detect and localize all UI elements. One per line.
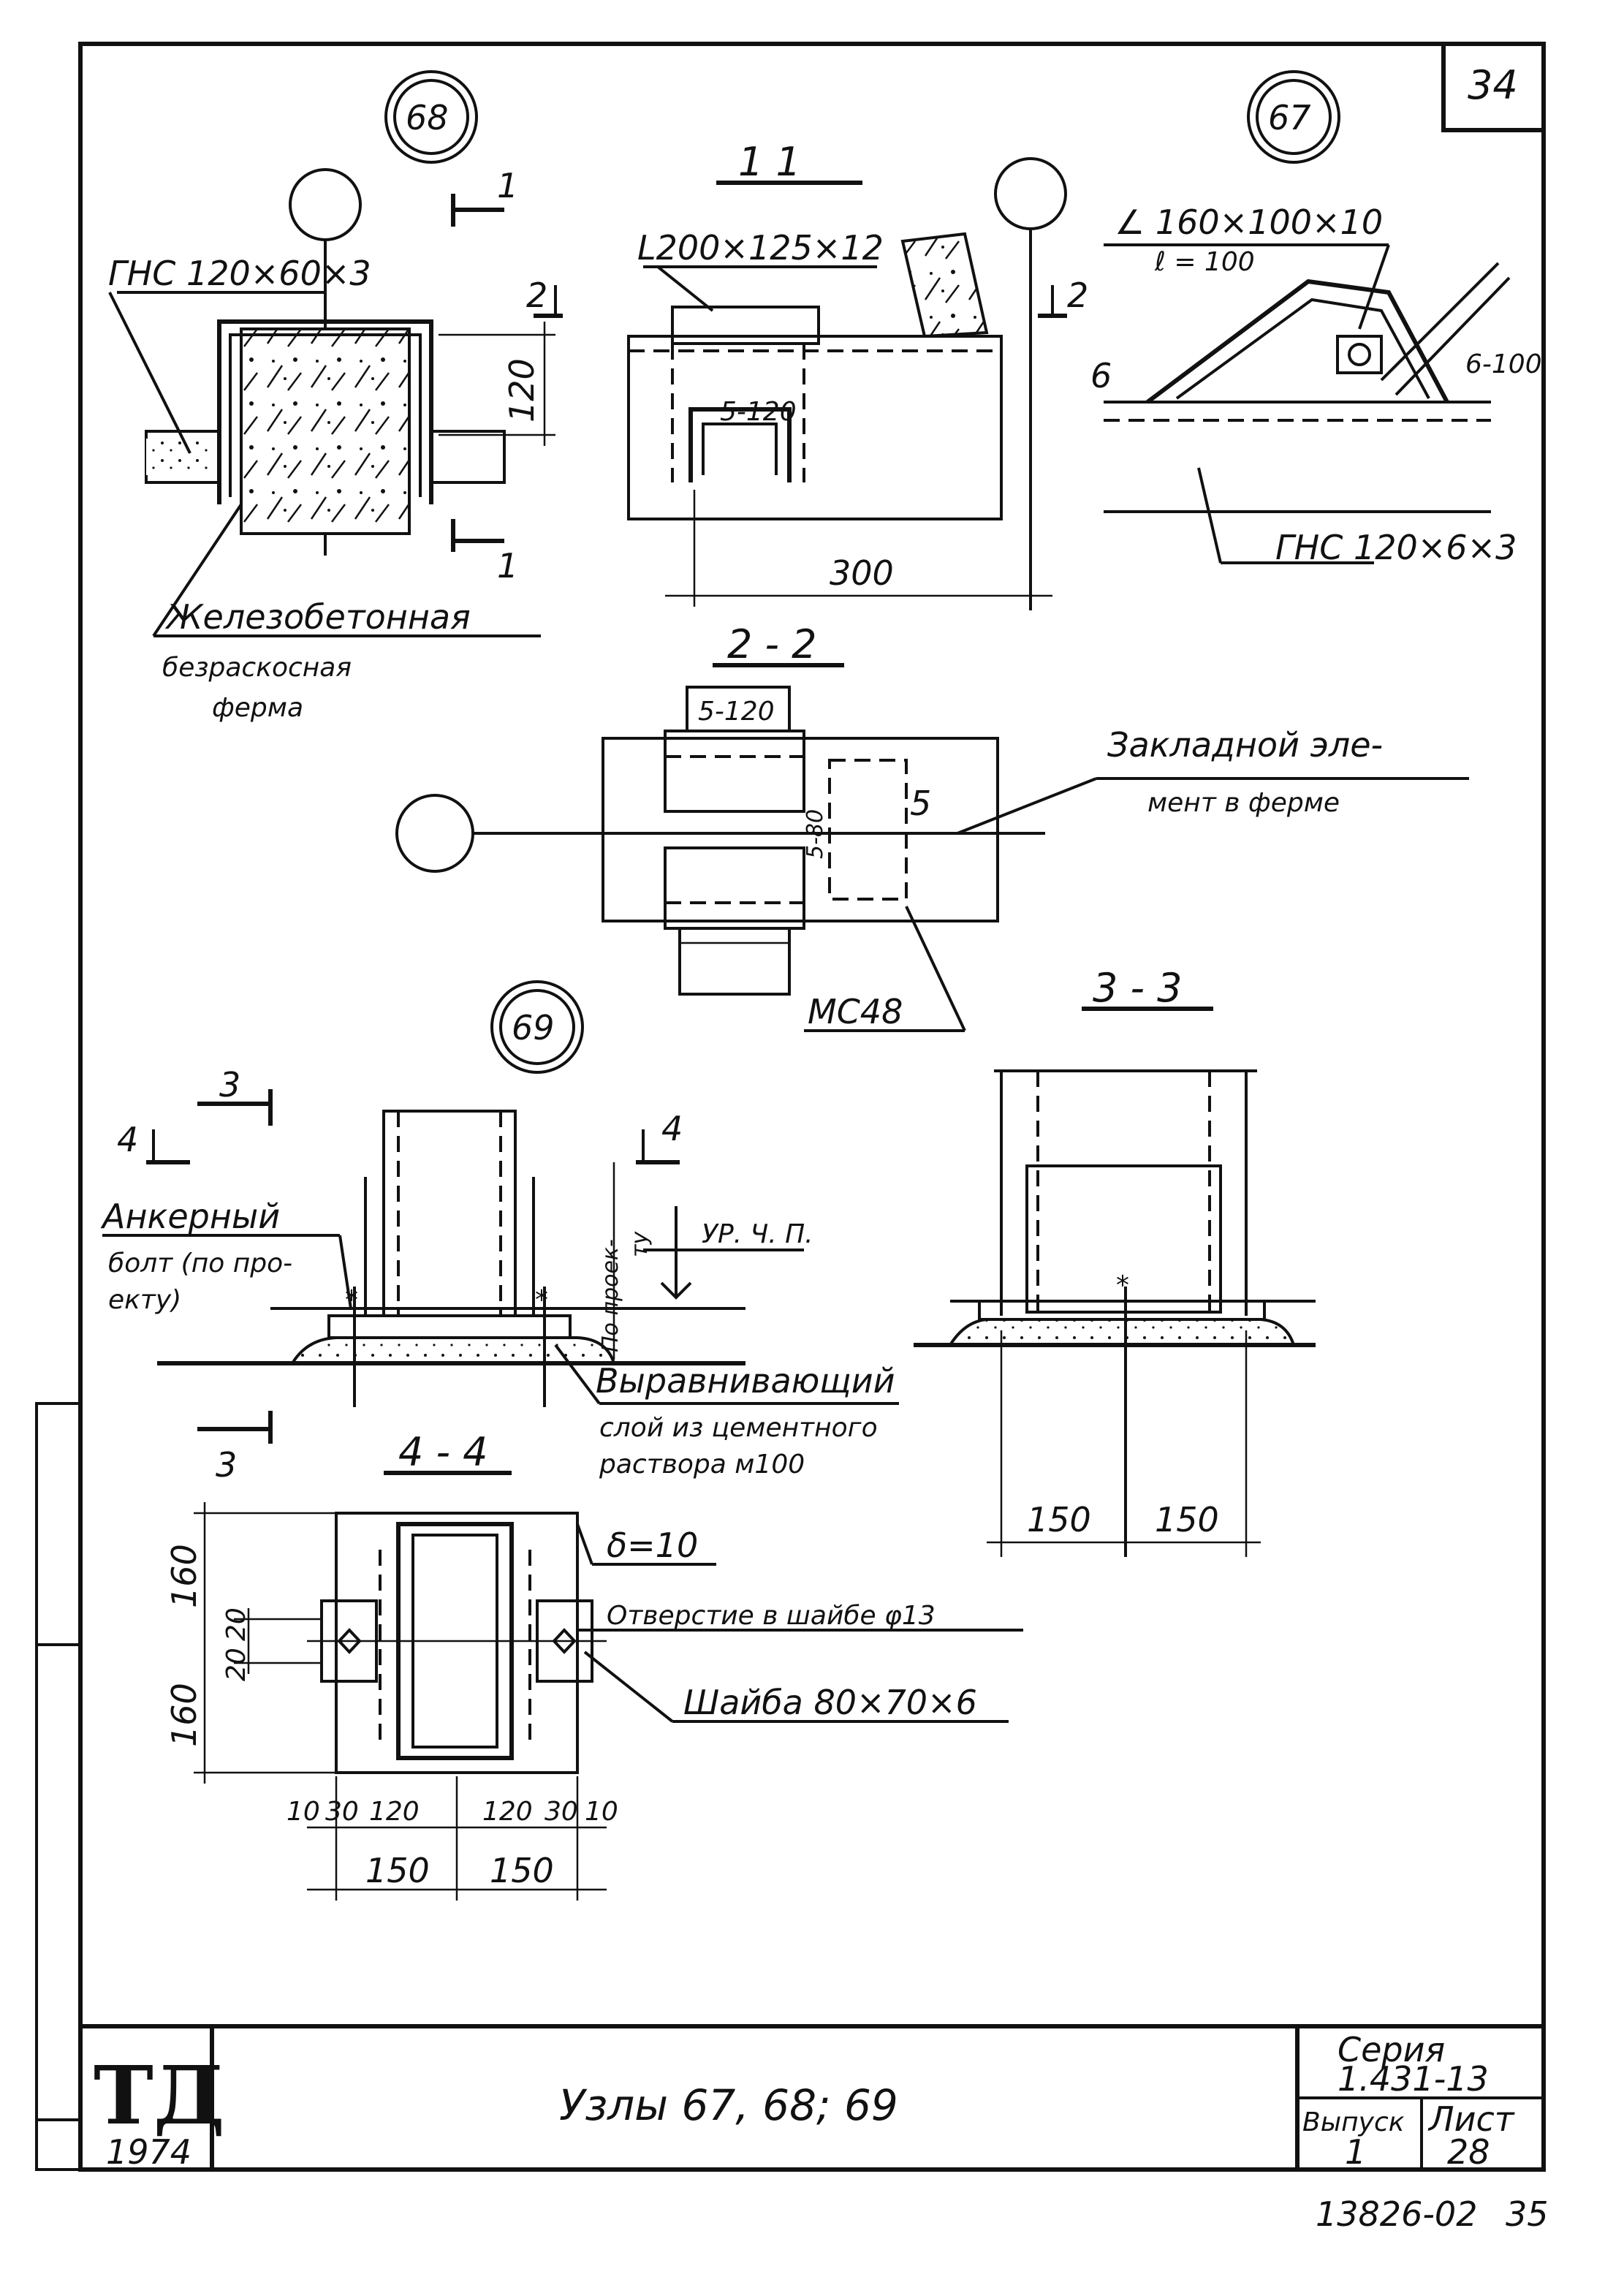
caption-rc-truss-1: Железобетонная	[164, 597, 471, 637]
weld-side-2-2: 5-80	[802, 809, 828, 859]
series-label: Серия	[1338, 2030, 1445, 2069]
section-2-2-title: 2 - 2	[727, 621, 817, 667]
node-68-marker: 68	[384, 70, 478, 164]
page-number: 34	[1468, 62, 1518, 108]
delta-label: δ=10	[607, 1526, 698, 1565]
dim-row2-150a: 150	[365, 1851, 430, 1890]
washer-label: Шайба 80×70×6	[683, 1683, 977, 1722]
section-4-4-title: 4 - 4	[398, 1429, 488, 1475]
angle-label-1-1: L200×125×12	[637, 228, 884, 268]
dim-300: 300	[830, 553, 894, 593]
caption-rc-truss-2: безраскосная	[162, 653, 352, 683]
anchor-label-3: екту)	[108, 1285, 181, 1315]
section-1-1-title: 1 1	[738, 139, 801, 185]
svg-text:*: *	[535, 1285, 548, 1315]
dim-row-30b: 30	[545, 1797, 578, 1827]
angle-label-67: ∠ 160×100×10	[1115, 202, 1383, 242]
dim-160-bottom: 160	[164, 1683, 204, 1747]
embed-label-2: мент в ферме	[1147, 788, 1340, 818]
ghs-label-68: ГНС 120×60×3	[108, 254, 371, 293]
dim-20b: 20	[221, 1648, 251, 1681]
by-project-2: ту	[627, 1231, 653, 1257]
svg-text:120: 120	[502, 358, 542, 423]
node-69-marker: 69	[490, 980, 584, 1074]
cut-4-right: 4	[661, 1109, 683, 1148]
mc48-label: МС48	[808, 992, 903, 1031]
svg-text:*: *	[1116, 1270, 1129, 1300]
svg-text:69: 69	[512, 1008, 555, 1047]
weld-right-2-2: 5	[910, 784, 931, 823]
archive-tail: 35	[1506, 2194, 1549, 2234]
dim-33-b: 150	[1155, 1500, 1219, 1539]
weld-left-67: 6	[1090, 356, 1112, 395]
title-block-title: Узлы 67, 68; 69	[559, 2080, 898, 2130]
svg-text:67: 67	[1268, 98, 1311, 137]
layer-label-2: слой из цементного	[599, 1413, 878, 1443]
by-project-1: По проек-	[598, 1239, 623, 1352]
ghs-label-67: ГНС 120×6×3	[1275, 528, 1517, 567]
series-value: 1.431-13	[1338, 2059, 1489, 2099]
svg-text:2: 2	[526, 276, 547, 315]
svg-text:68: 68	[406, 98, 449, 137]
weld-label-1-1: 5-120	[720, 397, 797, 427]
weld-right-67: 6-100	[1465, 349, 1542, 379]
dim-row-120b: 120	[482, 1797, 533, 1827]
cut-3-bottom: 3	[216, 1445, 237, 1485]
dim-160-top: 160	[164, 1544, 204, 1608]
anchor-label-2: болт (по про-	[108, 1249, 292, 1278]
layer-label-1: Выравнивающий	[596, 1361, 895, 1401]
dim-row-120a: 120	[369, 1797, 420, 1827]
node-69-drawing: * *	[102, 1089, 899, 1444]
archive-number: 13826-02	[1316, 2194, 1477, 2234]
title-block-year: 1974	[106, 2132, 191, 2172]
issue-label: Выпуск	[1302, 2107, 1405, 2137]
section-3-3-drawing: *	[914, 1007, 1316, 1557]
section-1-1-drawing	[627, 157, 1067, 610]
level-label: УР. Ч. П.	[702, 1219, 813, 1249]
svg-text:1: 1	[497, 546, 518, 586]
node-67-marker: 67	[1247, 70, 1340, 164]
anchor-label-1: Анкерный	[100, 1197, 280, 1236]
section-4-4-drawing	[194, 1471, 1023, 1901]
layer-label-3: раствора м100	[599, 1450, 805, 1479]
node-67-drawing	[1104, 243, 1511, 564]
angle-length-67: ℓ = 100	[1154, 247, 1255, 277]
sheet-frame	[35, 42, 1546, 2172]
dim-row-30a: 30	[325, 1797, 359, 1827]
section-3-3-title: 3 - 3	[1093, 965, 1183, 1011]
weld-top-2-2: 5-120	[698, 697, 775, 727]
hole-label: Отверстие в шайбе φ13	[607, 1601, 936, 1631]
title-block-logo: ТД	[94, 2048, 225, 2142]
cut-2-right: 2	[1067, 276, 1088, 315]
section-2-2-drawing	[395, 663, 1469, 1032]
cut-4-left: 4	[117, 1120, 138, 1159]
dim-33-a: 150	[1027, 1500, 1091, 1539]
caption-rc-truss-3: ферма	[212, 693, 303, 723]
sheet-label: Лист	[1427, 2099, 1515, 2139]
svg-text:1: 1	[497, 166, 518, 205]
node-68-drawing: 1 1 2 120	[108, 166, 563, 637]
issue-value: 1	[1345, 2132, 1366, 2172]
sheet-value: 28	[1447, 2132, 1490, 2172]
cut-3-top: 3	[219, 1065, 240, 1105]
dim-row2-150b: 150	[490, 1851, 554, 1890]
dim-row-10a: 10	[287, 1797, 320, 1827]
dim-row-10b: 10	[585, 1797, 618, 1827]
embed-label-1: Закладной эле-	[1107, 725, 1383, 765]
dim-20a: 20	[221, 1607, 251, 1641]
